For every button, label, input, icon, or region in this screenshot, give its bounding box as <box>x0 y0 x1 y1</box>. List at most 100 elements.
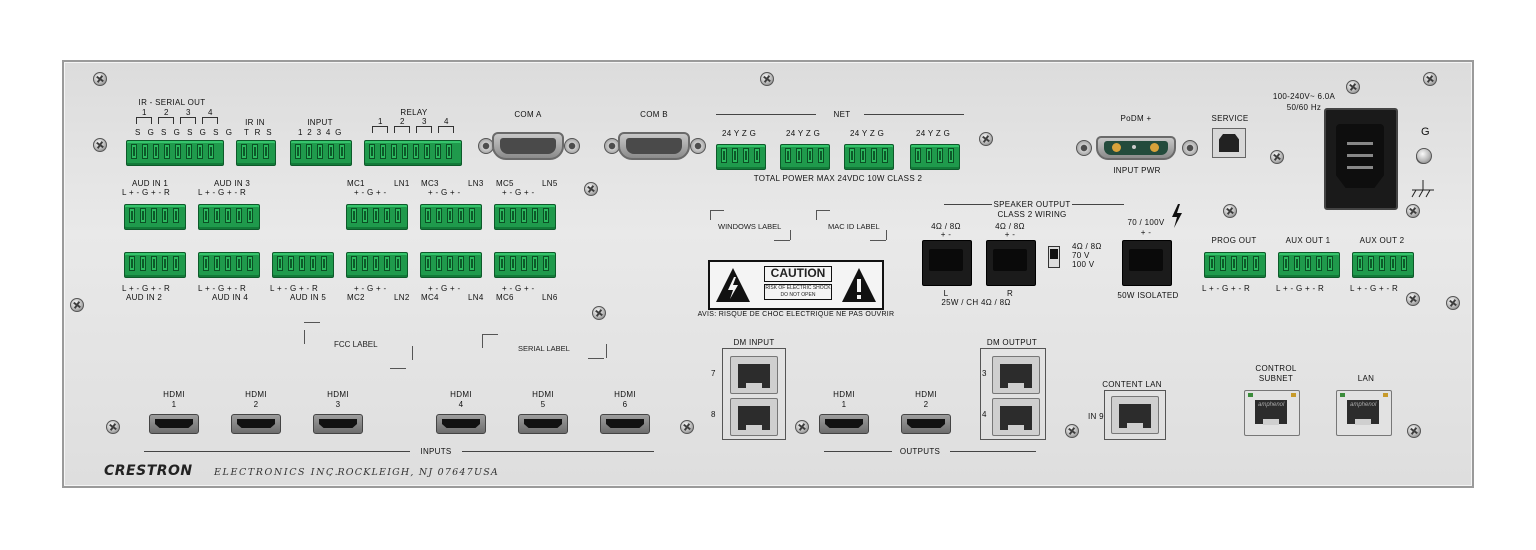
hdmi-output-number: 1 <box>841 400 847 409</box>
line-6-title: LN6 <box>542 293 558 302</box>
hdmi-input-6-port[interactable] <box>600 414 650 434</box>
aux-out-2-terminal-block[interactable] <box>1352 252 1414 278</box>
aud-in-1-title: AUD IN 1 <box>132 179 169 188</box>
lan-title: LAN <box>1357 374 1375 383</box>
hdmi-input-label: HDMI <box>450 390 472 399</box>
line-1-title: LN1 <box>394 179 410 188</box>
hdmi-input-number: 4 <box>458 400 464 409</box>
hdmi-input-1-port[interactable] <box>149 414 199 434</box>
net-terminal-block[interactable] <box>910 144 960 170</box>
relay-number: 1 <box>378 117 383 126</box>
ac-power-inlet[interactable] <box>1324 108 1398 210</box>
caution-avis: AVIS: RISQUE DE CHOC ELECTRIQUE NE PAS O… <box>697 311 895 318</box>
lightning-warning-icon <box>716 268 750 302</box>
mic-2-terminal-block[interactable] <box>346 252 408 278</box>
content-lan-port[interactable] <box>1111 396 1159 434</box>
mic-4-pins: + - G + - <box>428 284 461 293</box>
prog-out-terminal-block[interactable] <box>1204 252 1266 278</box>
ground-screw[interactable] <box>1416 148 1432 164</box>
dm-input-frame <box>722 348 786 440</box>
hdmi-input-5-port[interactable] <box>518 414 568 434</box>
speaker-left-output[interactable] <box>922 240 972 286</box>
mic-6-terminal-block[interactable] <box>494 252 556 278</box>
brand-country: USA <box>474 467 499 478</box>
net-pins: 24 Y Z G <box>786 129 821 138</box>
aud-in-3-terminal-block[interactable] <box>198 204 260 230</box>
dm-output-3-port[interactable] <box>992 356 1040 394</box>
windows-label-area: WINDOWS LABEL <box>710 210 791 241</box>
hdmi-input-4-port[interactable] <box>436 414 486 434</box>
brand-address: , ROCKLEIGH, NJ 07647 <box>329 467 474 478</box>
aud-in-1-terminal-block[interactable] <box>124 204 186 230</box>
control-subnet-port[interactable]: amphenol <box>1244 390 1300 436</box>
dm-output-port-number: 4 <box>982 410 987 419</box>
mic-3-terminal-block[interactable] <box>420 204 482 230</box>
aud-in-4-title: AUD IN 4 <box>212 293 249 302</box>
aud-in-5-pins: L + - G + - R <box>270 284 319 293</box>
speaker-right-label: R <box>1006 289 1014 298</box>
net-terminal-block[interactable] <box>716 144 766 170</box>
relay-terminal-block[interactable] <box>364 140 462 166</box>
net-title: NET <box>833 110 851 119</box>
lan-port[interactable]: amphenol <box>1336 390 1392 436</box>
ir-serial-number: 1 <box>142 108 147 117</box>
ir-in-title: IR IN <box>245 118 265 127</box>
hdmi-output-number: 2 <box>923 400 929 409</box>
dm-output-title: DM OUTPUT <box>986 338 1038 347</box>
mic-5-terminal-block[interactable] <box>494 204 556 230</box>
brand-tagline: ELECTRONICS INC. <box>214 467 340 478</box>
rear-panel: IR - SERIAL OUT 1 2 3 4 S G S G S G S G … <box>62 60 1474 488</box>
mac-id-label-area: MAC ID LABEL <box>816 210 887 241</box>
speaker-r-impedance: 4Ω / 8Ω <box>995 222 1025 231</box>
aux-out-1-terminal-block[interactable] <box>1278 252 1340 278</box>
speaker-mode-switch[interactable] <box>1048 246 1060 268</box>
hdmi-input-number: 2 <box>253 400 259 409</box>
switch-option: 4Ω / 8Ω <box>1072 242 1102 251</box>
hdmi-output-2-port[interactable] <box>901 414 951 434</box>
prog-out-pins: L + - G + - R <box>1202 284 1251 293</box>
caution-line-1: RISK OF ELECTRIC SHOCK <box>765 285 831 291</box>
aud-in-4-terminal-block[interactable] <box>198 252 260 278</box>
dm-input-7-port[interactable] <box>730 356 778 394</box>
com-b-port[interactable] <box>604 130 706 162</box>
com-a-port[interactable] <box>478 130 580 162</box>
speaker-right-output[interactable] <box>986 240 1036 286</box>
panel-screw <box>1407 424 1421 438</box>
hdmi-output-label: HDMI <box>915 390 937 399</box>
dm-input-title: DM INPUT <box>733 338 775 347</box>
net-terminal-block[interactable] <box>780 144 830 170</box>
aux-out-2-title: AUX OUT 2 <box>1359 236 1405 245</box>
speaker-isolated-title: 70 / 100V <box>1127 218 1165 227</box>
dm-output-port-number: 3 <box>982 369 987 378</box>
mic-1-terminal-block[interactable] <box>346 204 408 230</box>
podm-footer: INPUT PWR <box>1113 166 1161 175</box>
hdmi-output-1-port[interactable] <box>819 414 869 434</box>
ir-in-terminal-block[interactable] <box>236 140 276 166</box>
net-terminal-block[interactable] <box>844 144 894 170</box>
hdmi-input-2-port[interactable] <box>231 414 281 434</box>
dm-input-port-number: 8 <box>711 410 716 419</box>
com-a-title: COM A <box>514 110 542 119</box>
aud-in-2-terminal-block[interactable] <box>124 252 186 278</box>
dm-output-4-port[interactable] <box>992 398 1040 436</box>
speaker-output-subtitle: CLASS 2 WIRING <box>997 210 1067 219</box>
ground-symbol-icon <box>1411 180 1434 198</box>
ir-serial-terminal-block[interactable] <box>126 140 224 166</box>
podm-input-power-connector[interactable] <box>1076 136 1198 160</box>
speaker-isolated-output[interactable] <box>1122 240 1172 286</box>
aud-in-2-pins: L + - G + - R <box>122 284 171 293</box>
aud-in-3-pins: L + - G + - R <box>198 188 247 197</box>
hdmi-input-number: 5 <box>540 400 546 409</box>
speaker-isolated-polarity: + - <box>1140 228 1152 237</box>
input-pins: 1 2 3 4 G <box>298 128 342 137</box>
input-terminal-block[interactable] <box>290 140 352 166</box>
hdmi-input-3-port[interactable] <box>313 414 363 434</box>
service-usb-port[interactable] <box>1212 128 1246 158</box>
mic-4-terminal-block[interactable] <box>420 252 482 278</box>
hdmi-input-number: 3 <box>335 400 341 409</box>
mic-4-title: MC4 <box>421 293 439 302</box>
fcc-label-area: FCC LABEL <box>304 322 414 369</box>
dm-input-8-port[interactable] <box>730 398 778 436</box>
ground-label: G <box>1421 126 1430 138</box>
aud-in-5-terminal-block[interactable] <box>272 252 334 278</box>
